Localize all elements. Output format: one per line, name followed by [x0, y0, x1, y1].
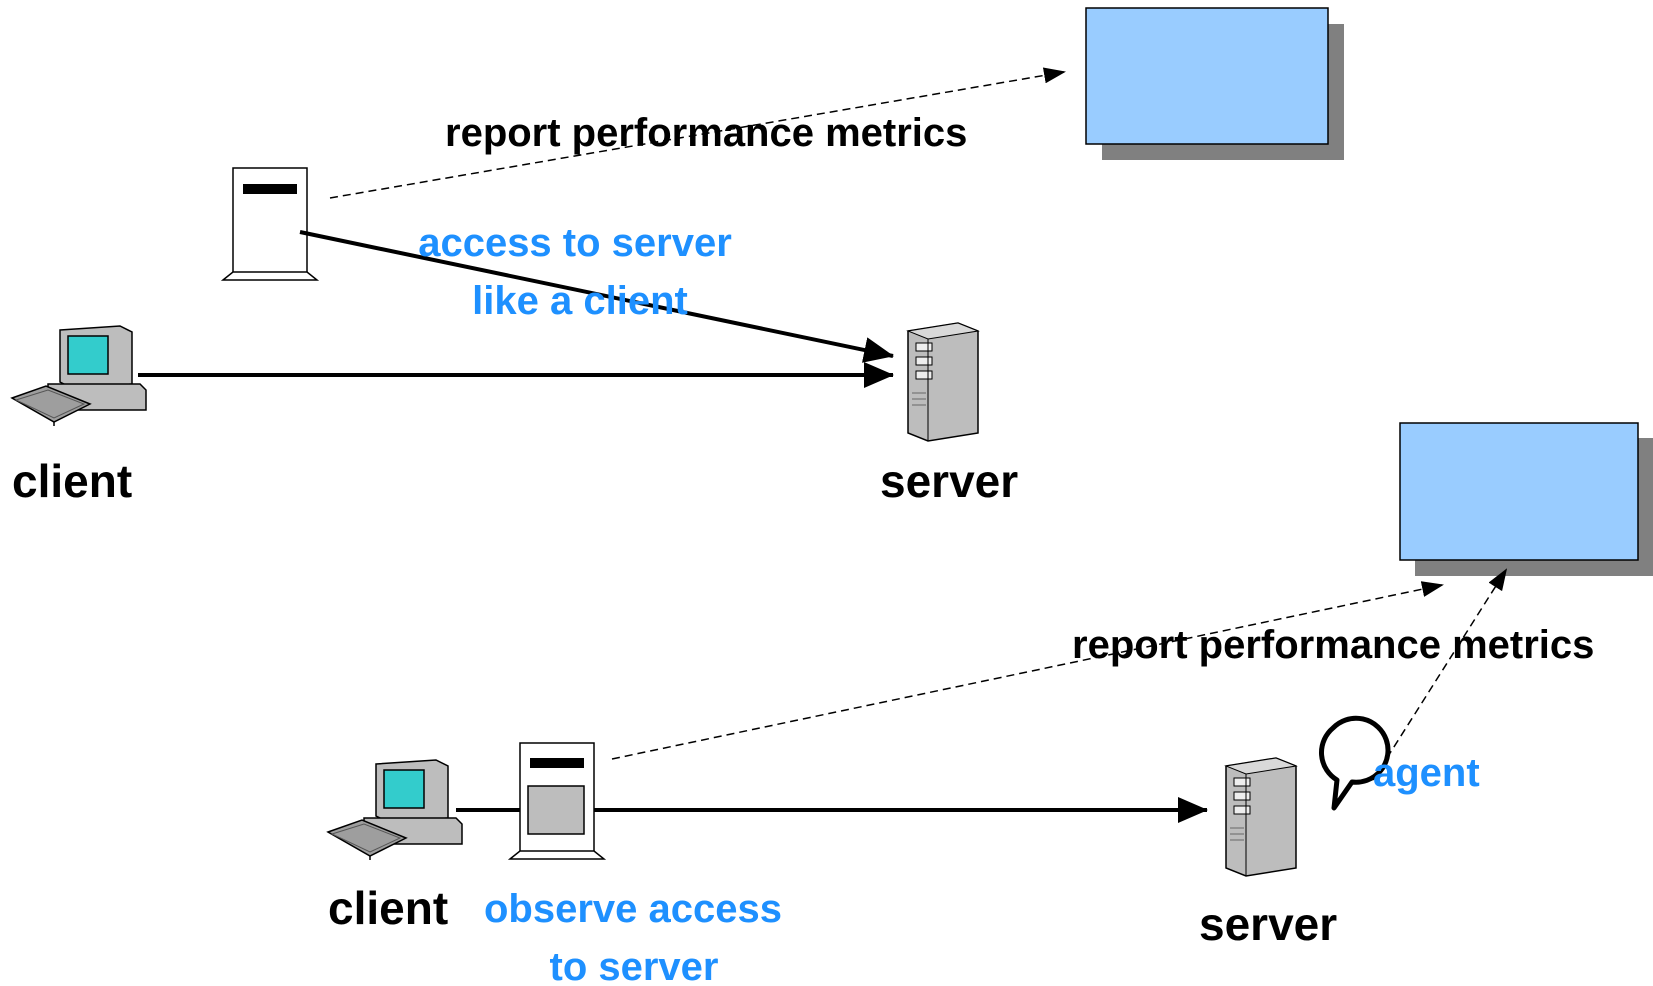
tower-server-icon [1224, 757, 1298, 877]
top-report-label: report performance metrics [445, 111, 967, 155]
bottom-monitor-box [1399, 422, 1653, 576]
agent-report-arrow [1372, 568, 1508, 781]
bottom-report-label: report performance metrics [1072, 623, 1594, 667]
probe-device-icon [507, 742, 607, 860]
bottom-server-label: server [1199, 898, 1337, 950]
probe-to-server-arrow [299, 230, 894, 363]
desktop-computer-icon [10, 325, 147, 426]
observe-label-line1: observe access [484, 887, 782, 931]
top-server-label: server [880, 455, 1018, 507]
top-monitor-box [1085, 7, 1344, 160]
bottom-client-label: client [328, 882, 448, 934]
top-access-label-line2: like a client [472, 279, 688, 323]
agent-label: agent [1373, 751, 1480, 795]
bottom-report-arrow [611, 581, 1444, 760]
top-report-arrow [329, 67, 1066, 199]
desktop-computer-icon [326, 759, 463, 860]
tower-server-icon [906, 322, 980, 442]
speech-bubble-icon [1318, 715, 1391, 811]
observe-label-line2: to server [550, 945, 719, 986]
probe-device-icon [220, 167, 320, 281]
top-client-label: client [12, 455, 132, 507]
top-access-label-line1: access to server [418, 221, 732, 265]
